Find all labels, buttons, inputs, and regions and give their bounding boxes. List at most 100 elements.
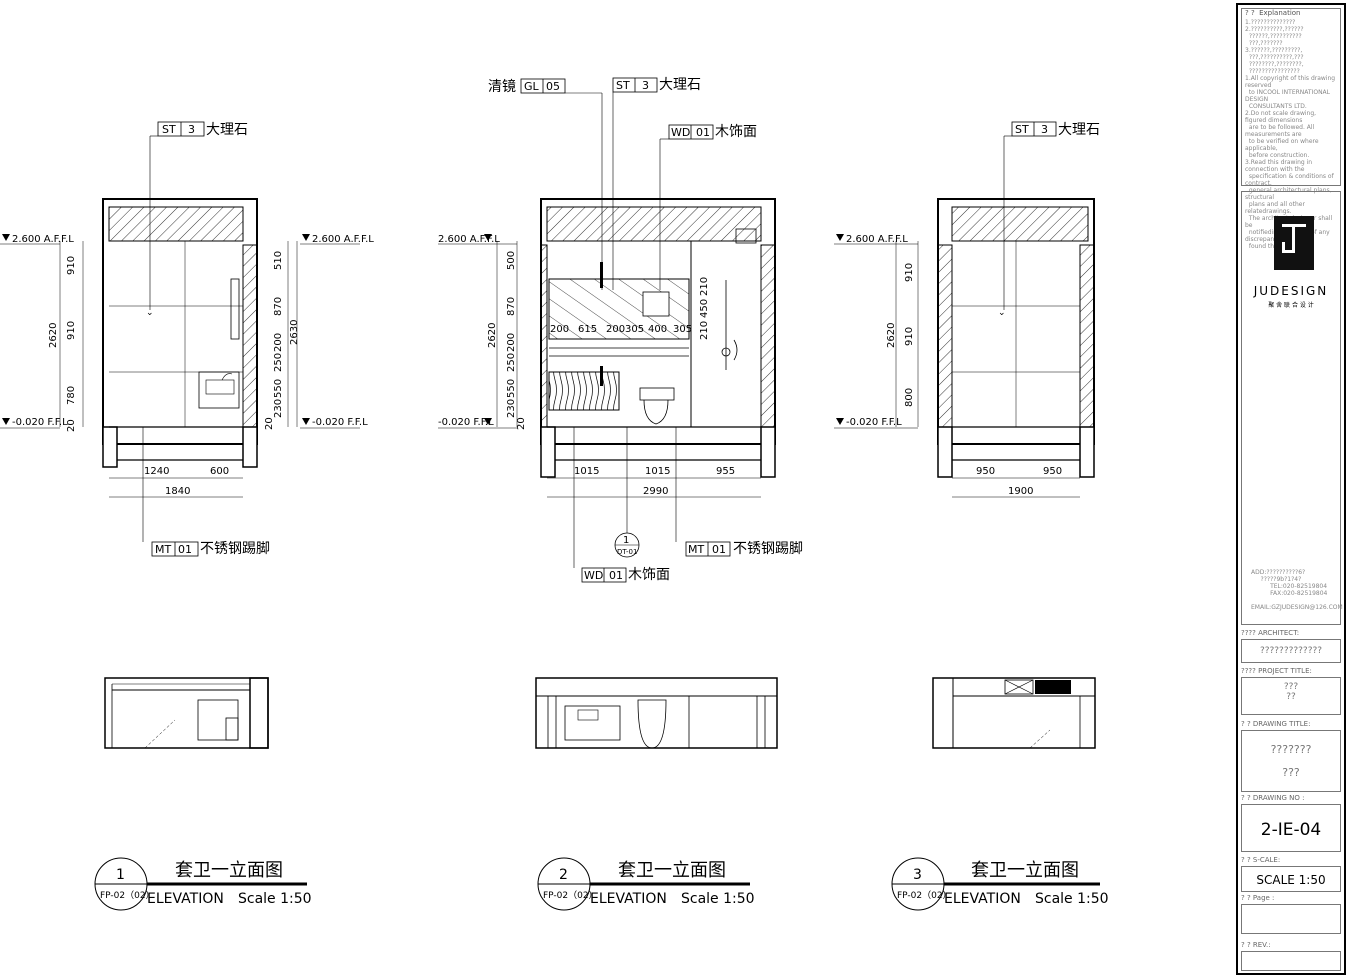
svg-text:⌄: ⌄: [998, 308, 1006, 318]
plan-3: [932, 677, 1096, 749]
svg-text:-0.020 F.F.L: -0.020 F.F.L: [438, 417, 494, 428]
svg-text:550: 550: [273, 379, 284, 398]
label-marble-1: 大理石: [206, 122, 248, 138]
brand-box: JUDESIGN 聚 舍 联 合 设 计 ADD:??????????6? ??…: [1241, 191, 1343, 625]
svg-text:200: 200: [273, 333, 284, 352]
svg-text:Scale 1:50: Scale 1:50: [1035, 891, 1109, 907]
svg-text:200: 200: [606, 324, 625, 335]
svg-text:870: 870: [273, 297, 284, 316]
label-wood-veneer-1: 木饰面: [715, 124, 757, 140]
svg-text:3: 3: [642, 79, 649, 92]
drawing-title-value-2: ???: [1282, 766, 1300, 779]
svg-text:01: 01: [178, 543, 192, 556]
svg-text:615: 615: [578, 324, 597, 335]
svg-text:FP-02（02）: FP-02（02）: [100, 890, 155, 901]
svg-text:GL: GL: [524, 80, 540, 93]
elevation-3: ST 3 大理石 ⌄ 910 910 800 2620 2.600 A.F.F.…: [834, 121, 1109, 911]
svg-text:1015: 1015: [645, 466, 670, 477]
svg-text:2620: 2620: [886, 323, 897, 348]
elevation-1: ST 3 大理石 ⌄ 910 910 780 20: [0, 121, 374, 911]
svg-text:3: 3: [188, 123, 195, 136]
dims-mirror-elev2: 200 615 200 305 400 305 210 450 210: [550, 277, 710, 340]
svg-text:2.600 A.F.F.L: 2.600 A.F.F.L: [438, 234, 500, 245]
drawing-no-box: 2-IE-04: [1241, 804, 1341, 852]
svg-text:ST: ST: [162, 123, 176, 136]
svg-text:FP-02（02）: FP-02（02）: [897, 890, 952, 901]
dims-bottom-elev3: 950 950 1900: [952, 466, 1080, 498]
brand-subtitle: 聚 舍 联 合 设 计: [1268, 302, 1314, 309]
svg-text:305: 305: [673, 324, 692, 335]
svg-text:20: 20: [264, 417, 275, 430]
svg-text:3: 3: [1041, 123, 1048, 136]
svg-text:910: 910: [904, 327, 915, 346]
svg-text:870: 870: [506, 297, 517, 316]
explanation-heading: ? ? Explanation: [1245, 9, 1301, 17]
svg-text:2.600 A.F.F.L: 2.600 A.F.F.L: [12, 234, 74, 245]
svg-text:2.600 A.F.F.L: 2.600 A.F.F.L: [312, 234, 374, 245]
svg-text:套卫一立面图: 套卫一立面图: [175, 860, 283, 881]
dims-left-elev1: 910 910 780 20 2620: [48, 241, 84, 432]
label-marble-2: 大理石: [659, 77, 701, 93]
title-elev1: 1 FP-02（02） 套卫一立面图 ELEVATION Scale 1:50: [94, 857, 312, 911]
label-wood-veneer-2: 木饰面: [628, 567, 670, 583]
title-elev3: 3 FP-02（02） 套卫一立面图 ELEVATION Scale 1:50: [891, 857, 1109, 911]
drawing-title-value-1: ???????: [1270, 743, 1312, 756]
tag-gl05: 清镜 GL 05: [488, 78, 603, 290]
svg-text:MT: MT: [155, 543, 171, 556]
drawing-title-box: ??????? ???: [1241, 730, 1341, 792]
svg-text:ST: ST: [1015, 123, 1029, 136]
architect-box: ?????????????: [1241, 639, 1341, 663]
svg-text:250: 250: [273, 353, 284, 372]
svg-text:01: 01: [696, 126, 710, 139]
project-value-1: ???: [1283, 682, 1299, 692]
label-clear-mirror: 清镜: [488, 79, 516, 95]
svg-text:2630: 2630: [289, 320, 300, 345]
tag-mt01-elev2: MT 01 不锈钢踢脚: [675, 427, 803, 557]
svg-text:250: 250: [506, 353, 517, 372]
levels-elev3: 2.600 A.F.F.L -0.020 F.F.L: [834, 234, 918, 429]
svg-text:1840: 1840: [165, 486, 190, 497]
dims-left-elev2: 500 870 200 250 550 230 20 2620: [487, 241, 527, 430]
drawing-title-heading: ? ? DRAWING TITLE:: [1241, 720, 1311, 728]
title-elev2: 2 FP-02（02） 套卫一立面图 ELEVATION Scale 1:50: [537, 857, 755, 911]
brand-name: JUDESIGN: [1253, 284, 1329, 298]
plan-2: [535, 677, 778, 749]
svg-text:2: 2: [559, 867, 568, 883]
rev-heading: ? ? REV.:: [1241, 941, 1271, 949]
svg-text:20: 20: [66, 419, 77, 432]
svg-text:ELEVATION: ELEVATION: [590, 891, 667, 907]
svg-text:WD: WD: [584, 569, 603, 582]
svg-text:2620: 2620: [487, 323, 498, 348]
svg-text:800: 800: [904, 388, 915, 407]
svg-text:200: 200: [550, 324, 569, 335]
elevation-2: 清镜 GL 05 ST 3 大理石 WD 01 木饰面: [438, 77, 803, 911]
scale-heading: ? ? S-CALE:: [1241, 856, 1281, 864]
svg-text:套卫一立面图: 套卫一立面图: [971, 860, 1079, 881]
svg-text:1900: 1900: [1008, 486, 1033, 497]
rev-box: [1241, 951, 1341, 971]
elevation-drawing: ST 3 大理石 ⌄ 910 910 780 20: [0, 77, 1109, 911]
architect-heading: ???? ARCHITECT:: [1241, 629, 1300, 637]
dims-bottom-elev1: 1240 600 1840: [109, 466, 243, 498]
dims-left-elev3: 910 910 800 2620: [886, 241, 919, 427]
judesign-logo-icon: [1274, 216, 1314, 270]
svg-text:ELEVATION: ELEVATION: [147, 891, 224, 907]
tag-wd01-top: WD 01 木饰面: [659, 124, 757, 290]
scale-box: SCALE 1:50: [1241, 866, 1341, 892]
architect-value: ?????????????: [1259, 646, 1323, 656]
svg-text:450: 450: [699, 299, 710, 318]
svg-text:1: 1: [623, 535, 629, 546]
svg-text:950: 950: [976, 466, 995, 477]
svg-text:Scale 1:50: Scale 1:50: [681, 891, 755, 907]
svg-text:FP-02（02）: FP-02（02）: [543, 890, 598, 901]
svg-text:05: 05: [546, 80, 560, 93]
svg-text:500: 500: [506, 251, 517, 270]
svg-text:550: 550: [506, 379, 517, 398]
svg-text:ST: ST: [616, 79, 630, 92]
tag-st3-elev2: ST 3 大理石: [612, 77, 701, 290]
label-marble-3: 大理石: [1058, 122, 1100, 138]
tag-st3-elev1: ST 3 大理石: [149, 121, 248, 310]
svg-text:ELEVATION: ELEVATION: [944, 891, 1021, 907]
svg-text:600: 600: [210, 466, 229, 477]
page-box: [1241, 904, 1341, 934]
